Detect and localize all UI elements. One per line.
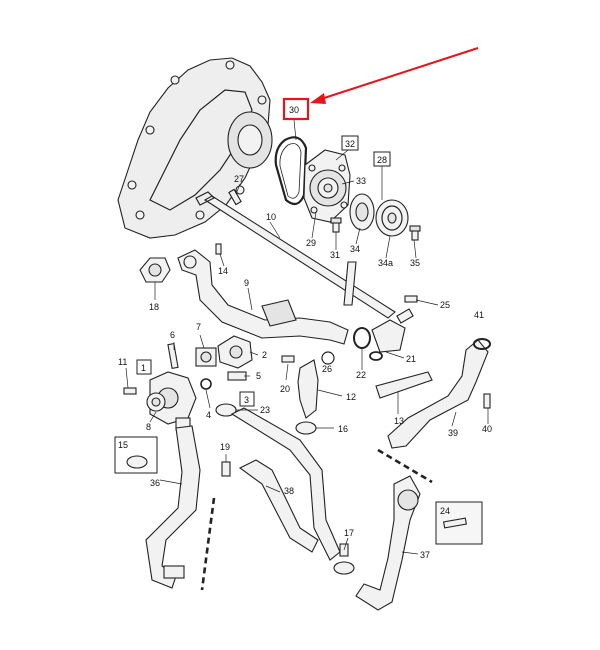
callout-16: 16 xyxy=(338,424,348,434)
clamp-15 xyxy=(126,455,148,469)
callout-40: 40 xyxy=(482,424,492,434)
callout-11: 11 xyxy=(118,357,127,367)
bolt-11 xyxy=(123,387,137,395)
callout-19: 19 xyxy=(220,442,230,452)
callout-20: 20 xyxy=(280,384,290,394)
thermostat-housing-21 xyxy=(369,308,414,361)
callout-23: 23 xyxy=(260,405,270,415)
box-frame-28 xyxy=(373,151,391,167)
washer-4 xyxy=(200,378,212,390)
outlet-housing-1 xyxy=(146,371,197,431)
callout-34: 34 xyxy=(350,244,360,254)
callout-1: 1 xyxy=(141,363,146,373)
callout-2: 2 xyxy=(262,350,267,360)
bolt-19 xyxy=(221,461,231,477)
callout-41: 41 xyxy=(474,310,484,320)
callout-29: 29 xyxy=(306,238,316,248)
timing-cover xyxy=(117,57,273,239)
dashed-line-right xyxy=(377,448,433,484)
pipe-9 xyxy=(177,249,349,345)
callout-39: 39 xyxy=(448,428,458,438)
callout-12: 12 xyxy=(346,392,356,402)
callout-15: 15 xyxy=(118,440,128,450)
callout-36: 36 xyxy=(150,478,160,488)
callout-34a: 34a xyxy=(378,258,393,268)
hose-38 xyxy=(230,407,341,561)
callout-17: 17 xyxy=(344,528,354,538)
callout-32: 32 xyxy=(345,139,355,149)
callout-37: 37 xyxy=(420,550,430,560)
callout-21: 21 xyxy=(406,354,416,364)
leader-lines xyxy=(125,119,489,555)
bolt-25 xyxy=(404,295,418,303)
hose-39 xyxy=(387,338,491,449)
sensor-7 xyxy=(195,347,217,367)
callout-27: 27 xyxy=(234,174,244,184)
callout-30: 30 xyxy=(289,105,299,115)
pulley-flange xyxy=(375,199,409,237)
gasket-18 xyxy=(139,257,171,283)
callout-6: 6 xyxy=(170,330,175,340)
bolt-31 xyxy=(330,217,342,233)
bolt-27 xyxy=(228,188,242,206)
callout-35: 35 xyxy=(410,258,420,268)
bolt-20 xyxy=(281,355,295,363)
callout-24: 24 xyxy=(440,506,450,516)
bolt-40 xyxy=(483,393,491,409)
callout-25: 25 xyxy=(440,300,450,310)
box-frame-3 xyxy=(239,391,255,407)
callout-8: 8 xyxy=(146,422,151,432)
o-ring-22 xyxy=(353,327,371,349)
clamp-16 xyxy=(295,421,317,435)
callout-18: 18 xyxy=(149,302,159,312)
callout-26: 26 xyxy=(322,364,332,374)
callout-38: 38 xyxy=(284,486,294,496)
pump-pulley xyxy=(349,193,375,231)
highlight-box-30 xyxy=(282,97,310,121)
plug-5 xyxy=(227,371,247,381)
bolt-6 xyxy=(167,343,179,369)
box-frame-15 xyxy=(114,436,158,474)
red-arrow xyxy=(310,47,479,104)
coolant-pipe-10 xyxy=(195,191,396,319)
hose-36 xyxy=(145,425,201,589)
callout-31: 31 xyxy=(330,250,340,260)
callout-13: 13 xyxy=(394,416,404,426)
bolt-35 xyxy=(409,225,421,241)
bolt-14 xyxy=(215,243,222,255)
callout-5: 5 xyxy=(256,371,261,381)
clamp-26 xyxy=(321,351,335,365)
callout-10: 10 xyxy=(266,212,276,222)
water-pump-gasket xyxy=(274,136,308,206)
callout-14: 14 xyxy=(218,266,228,276)
water-pump xyxy=(303,149,351,223)
part-24-box xyxy=(435,501,483,545)
callout-3: 3 xyxy=(244,395,249,405)
callout-9: 9 xyxy=(244,278,249,288)
callout-4: 4 xyxy=(206,410,211,420)
callout-28: 28 xyxy=(377,155,387,165)
hose-37 xyxy=(355,475,421,611)
dashed-line-left xyxy=(200,497,216,591)
callout-22: 22 xyxy=(356,370,366,380)
pipe-13 xyxy=(375,371,433,399)
callout-33: 33 xyxy=(356,176,366,186)
cover-2 xyxy=(217,335,253,369)
box-frame-32 xyxy=(341,135,359,151)
box-frame-1 xyxy=(136,359,152,375)
callout-7: 7 xyxy=(196,322,201,332)
hose-12 xyxy=(297,359,319,419)
